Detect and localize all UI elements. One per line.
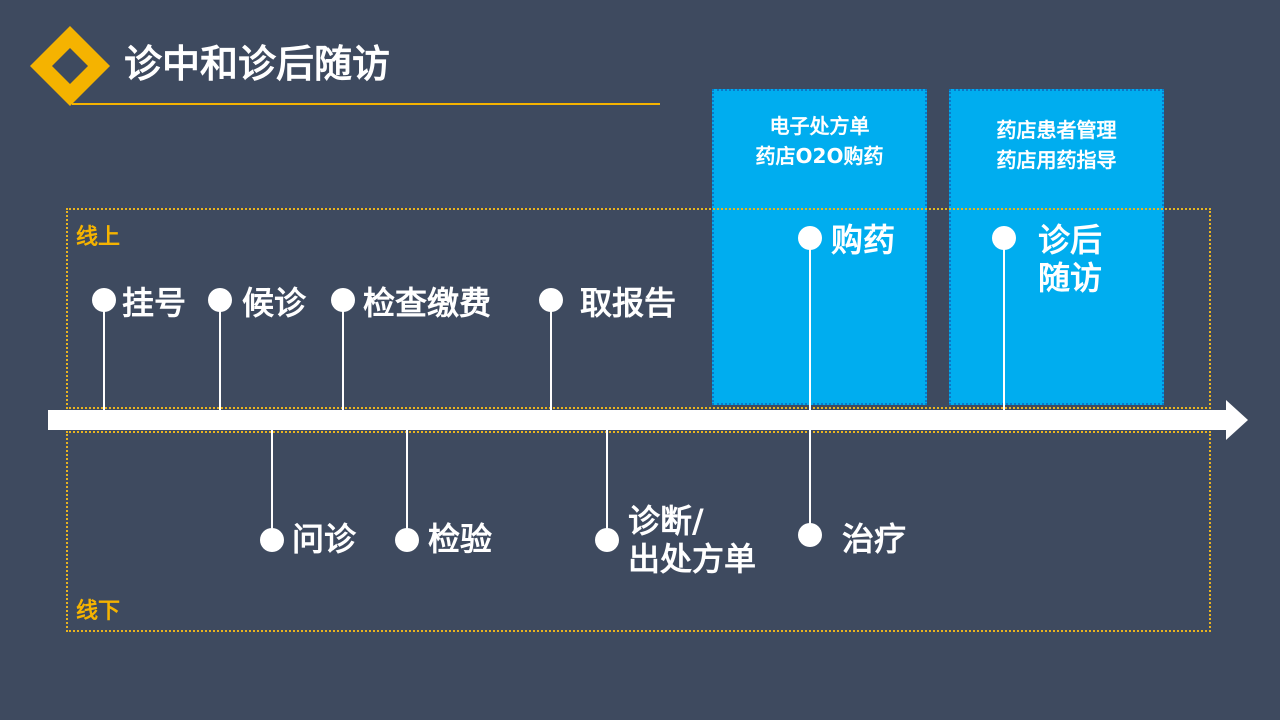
followup-box-text: 药店患者管理 药店用药指导 (951, 115, 1162, 175)
wait-label: 候诊 (242, 284, 307, 322)
followup-label-line-1: 诊后 (1038, 221, 1103, 259)
treat-label: 治疗 (842, 520, 907, 558)
test-dot (395, 528, 419, 552)
purchase-box-text: 电子处方单 药店O2O购药 (714, 111, 925, 171)
test-label: 检验 (428, 520, 493, 558)
diagnose-label: 诊断/ 出处方单 (628, 502, 756, 578)
purchase-box: 电子处方单 药店O2O购药 (712, 89, 927, 405)
buy-medicine-stem (809, 238, 811, 535)
diagnose-dot (595, 528, 619, 552)
consult-label: 问诊 (292, 520, 357, 558)
register-stem (103, 300, 105, 410)
timeline-arrow (48, 410, 1228, 430)
diagnose-label-line-1: 诊断/ (628, 502, 704, 540)
purchase-box-line-1: 电子处方单 (769, 114, 870, 138)
diagnose-stem (606, 430, 608, 540)
exam-pay-dot (331, 288, 355, 312)
get-report-stem (550, 300, 552, 410)
register-label: 挂号 (122, 284, 187, 322)
wait-stem (219, 300, 221, 410)
diagnose-label-line-2: 出处方单 (628, 540, 757, 578)
register-dot (92, 288, 116, 312)
page-title: 诊中和诊后随访 (124, 42, 391, 86)
treat-dot (798, 523, 822, 547)
followup-stem (1003, 238, 1005, 410)
title-underline (72, 103, 660, 105)
followup-label-line-2: 随访 (1038, 259, 1103, 297)
followup-label: 诊后 随访 (1038, 221, 1102, 297)
online-zone (66, 208, 1211, 409)
followup-dot (992, 226, 1016, 250)
buy-medicine-dot (798, 226, 822, 250)
buy-medicine-label: 购药 (831, 221, 896, 259)
purchase-box-line-2: 药店O2O购药 (755, 144, 884, 168)
wait-dot (208, 288, 232, 312)
get-report-label: 取报告 (580, 284, 677, 322)
consult-dot (260, 528, 284, 552)
offline-zone (66, 431, 1211, 632)
diamond-logo-icon (30, 26, 110, 106)
exam-pay-label: 检查缴费 (363, 284, 492, 322)
followup-box: 药店患者管理 药店用药指导 (949, 89, 1164, 405)
followup-box-line-2: 药店用药指导 (996, 148, 1117, 172)
get-report-dot (539, 288, 563, 312)
online-zone-label: 线上 (76, 225, 121, 250)
followup-box-line-1: 药店患者管理 (996, 118, 1117, 142)
test-stem (406, 430, 408, 540)
offline-zone-label: 线下 (76, 599, 121, 624)
consult-stem (271, 430, 273, 540)
exam-pay-stem (342, 300, 344, 410)
timeline-arrow-head (1226, 400, 1248, 440)
